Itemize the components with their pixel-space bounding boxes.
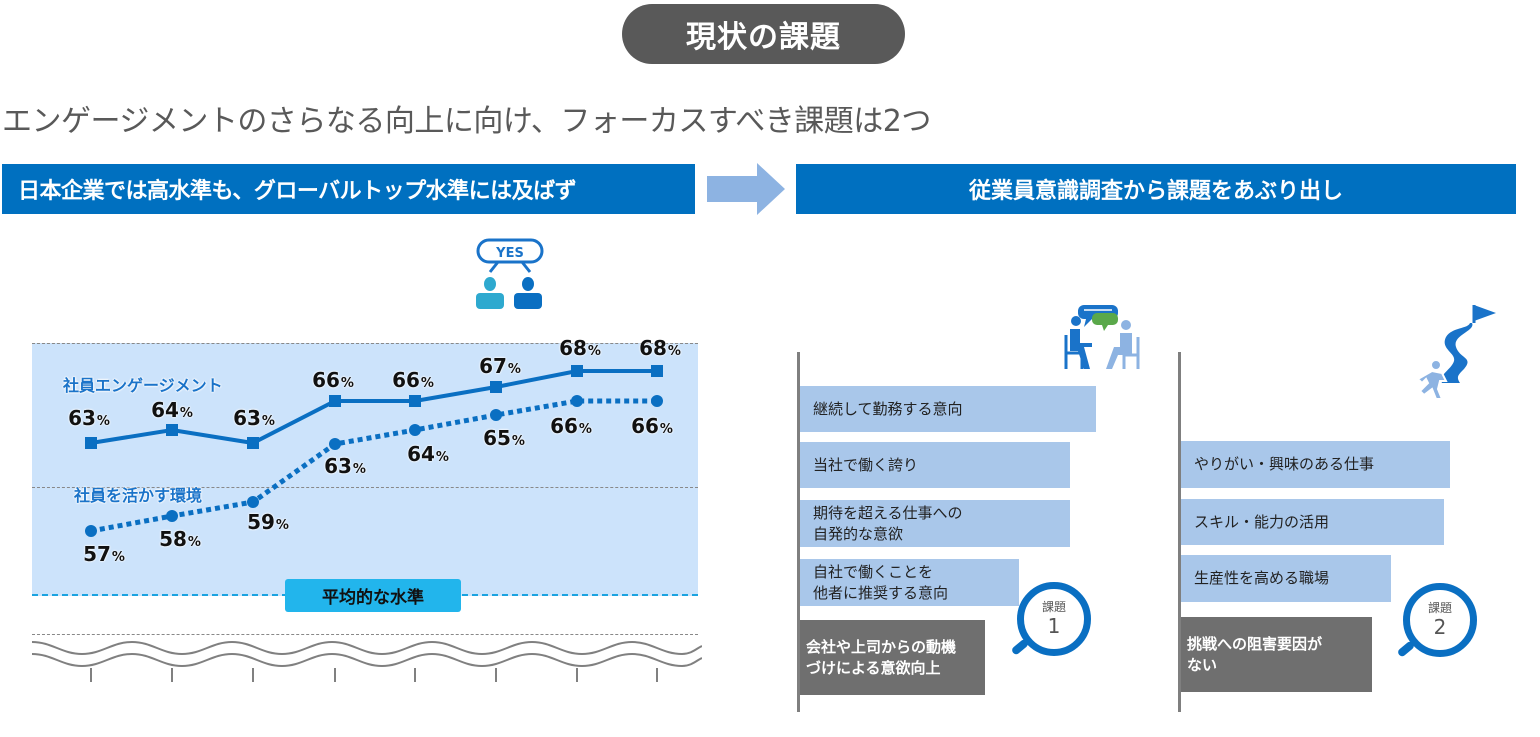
item-text: 継続して勤務する意向 — [813, 399, 963, 418]
value-label: 67% — [479, 354, 521, 378]
line-chart — [85, 365, 663, 537]
series-label-environment: 社員を活かす環境 — [74, 486, 203, 505]
axis-baseline — [32, 634, 698, 635]
magnifier-handle-icon — [1396, 640, 1416, 658]
value-label: 64% — [407, 442, 449, 466]
magnifier-handle-icon — [1010, 638, 1030, 656]
value-label: 63% — [68, 406, 110, 430]
chart-midline — [32, 487, 698, 488]
right-arrow-icon — [707, 163, 785, 215]
issue2-badge: 課題 2 — [1403, 583, 1477, 657]
value-label: 59% — [247, 510, 289, 534]
value-label: 65% — [483, 426, 525, 450]
issue2-highlight-item: 挑戦への阻害要因が ない — [1181, 617, 1372, 692]
page-title: 現状の課題 — [622, 4, 905, 64]
series-label-engagement: 社員エンゲージメント — [63, 376, 223, 395]
value-label: 68% — [559, 336, 601, 360]
item-text: 会社や上司からの動機 づけによる意欲向上 — [806, 638, 957, 677]
issue1-item: 期待を超える仕事への 自発的な意欲 — [800, 500, 1070, 547]
value-label: 66% — [550, 414, 592, 438]
issue1-highlight-item: 会社や上司からの動機 づけによる意欲向上 — [800, 620, 985, 695]
badge-number: 2 — [1433, 614, 1447, 639]
chart-plot-area — [32, 343, 698, 596]
item-text: 自社で働くことを 他者に推奨する意向 — [813, 563, 949, 602]
yes-agreement-people-icon: YES — [476, 238, 544, 309]
issue2-item: 生産性を高める職場 — [1181, 555, 1391, 602]
issue2-axis — [1178, 352, 1181, 712]
value-label: 64% — [151, 398, 193, 422]
issue2-item: やりがい・興味のある仕事 — [1181, 441, 1450, 488]
axis-break-icon — [32, 640, 702, 682]
page-subtitle: エンゲージメントのさらなる向上に向け、フォーカスすべき課題は2つ — [2, 104, 931, 139]
item-text: スキル・能力の活用 — [1194, 512, 1330, 531]
value-label: 68% — [639, 336, 681, 360]
right-section-heading: 従業員意識調査から課題をあぶり出し — [796, 164, 1516, 214]
issue1-item: 継続して勤務する意向 — [800, 386, 1096, 432]
item-text: 挑戦への阻害要因が ない — [1187, 635, 1323, 674]
badge-label: 課題 — [1427, 601, 1452, 616]
issue1-item: 当社で働く誇り — [800, 442, 1070, 488]
value-label: 66% — [312, 368, 354, 392]
average-level-label: 平均的な水準 — [285, 579, 461, 612]
value-label: 66% — [392, 368, 434, 392]
badge-label: 課題 — [1041, 600, 1066, 615]
item-text: 生産性を高める職場 — [1194, 569, 1330, 588]
value-label: 63% — [324, 454, 366, 478]
item-text: やりがい・興味のある仕事 — [1194, 455, 1375, 474]
item-text: 期待を超える仕事への 自発的な意欲 — [813, 504, 963, 543]
svg-text:YES: YES — [495, 246, 524, 261]
issue2-item: スキル・能力の活用 — [1181, 499, 1444, 545]
value-label: 58% — [159, 527, 201, 551]
runner-path-flag-icon — [1416, 305, 1496, 400]
issue1-badge: 課題 1 — [1017, 582, 1091, 656]
issue1-axis — [797, 352, 800, 712]
badge-number: 1 — [1047, 613, 1061, 638]
value-label: 66% — [631, 414, 673, 438]
issue1-item: 自社で働くことを 他者に推奨する意向 — [800, 559, 1019, 606]
item-text: 当社で働く誇り — [813, 455, 919, 474]
conversation-interview-icon — [1064, 305, 1140, 369]
value-label: 63% — [233, 406, 275, 430]
left-section-heading: 日本企業では高水準も、グローバルトップ水準には及ばず — [2, 164, 695, 214]
value-label: 57% — [83, 542, 125, 566]
